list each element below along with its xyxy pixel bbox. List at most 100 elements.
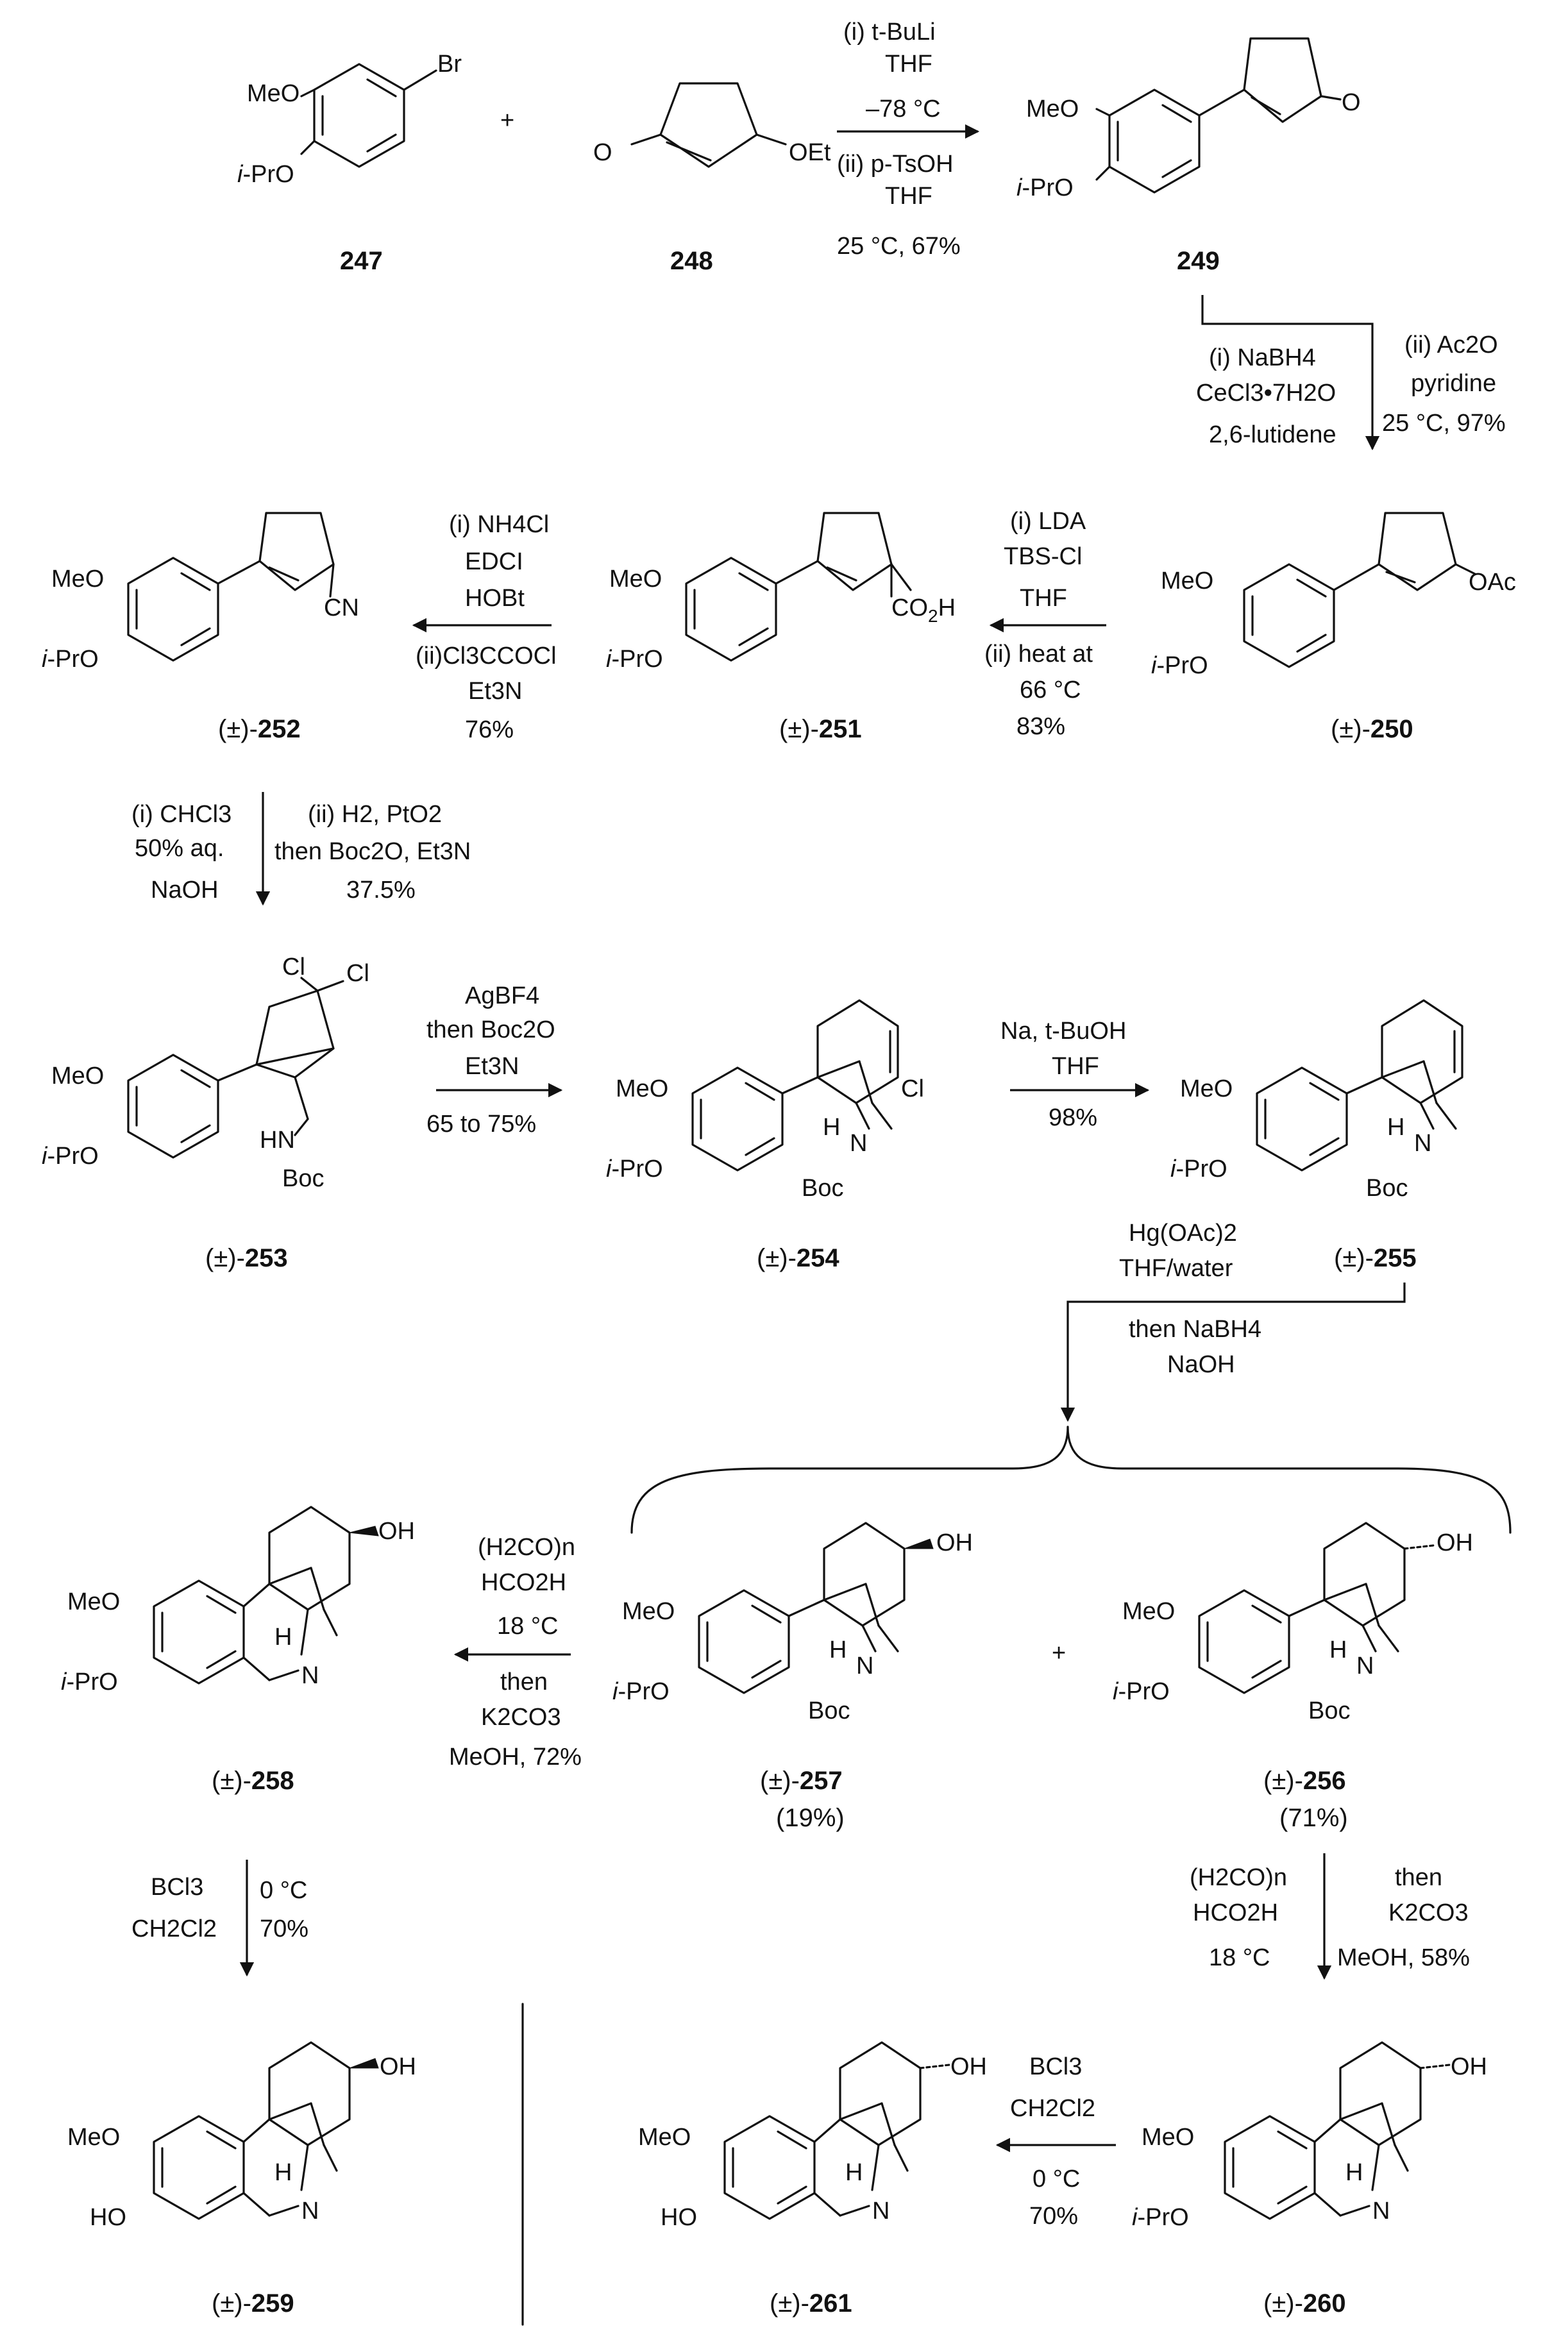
bromo-label: Br: [437, 51, 462, 78]
compound-254-structure: H N Boc Cl MeO i-PrO: [606, 999, 924, 1202]
chloro-label-1: Cl: [282, 954, 305, 980]
methoxy-label: MeO: [51, 1063, 104, 1090]
svg-text:18 °C: 18 °C: [1209, 1944, 1270, 1971]
hydrogen-label: H: [823, 1114, 840, 1141]
nitrogen-label: N: [301, 1662, 319, 1689]
carboxylic-acid-label: CO2H: [891, 594, 956, 626]
svg-text:65 to 75%: 65 to 75%: [426, 1111, 536, 1138]
svg-text:(i) NH4Cl: (i) NH4Cl: [449, 511, 549, 538]
compound-250-structure: MeO i-PrO OAc: [1151, 512, 1516, 679]
compound-252-structure: MeO i-PrO CN: [42, 512, 359, 673]
methoxy-label: MeO: [67, 1588, 120, 1615]
nitrogen-label: N: [1414, 1130, 1431, 1157]
hydrogen-label: H: [845, 2159, 863, 2186]
nitrile-label: CN: [324, 594, 359, 621]
svg-text:then: then: [500, 1669, 548, 1696]
product-brace: [630, 1426, 1512, 1534]
svg-text:(i) CHCl3: (i) CHCl3: [131, 801, 232, 828]
isopropoxy-label: i-PrO: [606, 646, 663, 673]
isopropoxy-label: i-PrO: [606, 1156, 663, 1182]
svg-text:(ii) heat at: (ii) heat at: [984, 641, 1093, 668]
svg-text:98%: 98%: [1049, 1104, 1097, 1131]
compound-247-structure: MeO i-PrO Br: [237, 51, 462, 188]
boc-label: Boc: [1308, 1697, 1350, 1724]
svg-text:(ii) p-TsOH: (ii) p-TsOH: [837, 151, 954, 178]
svg-text:THF: THF: [1020, 585, 1067, 612]
compound-253-structure: Cl Cl HN Boc MeO i-PrO: [42, 954, 369, 1192]
hydroxyl-label: OH: [378, 1518, 415, 1545]
svg-text:–78 °C: –78 °C: [866, 96, 941, 122]
methoxy-label: MeO: [51, 566, 104, 593]
svg-text:Hg(OAc)2: Hg(OAc)2: [1129, 1220, 1237, 1247]
compound-259-structure: H N OH MeO HO: [67, 2041, 416, 2231]
conditions-step-2: (i) NaBH4 CeCl3•7H2O 2,6-lutidene (ii) A…: [1196, 332, 1506, 448]
compound-249-structure: MeO i-PrO O: [1016, 37, 1361, 201]
methoxy-label: MeO: [1142, 2124, 1194, 2151]
compound-label-258: (±)-258: [212, 1767, 294, 1795]
methoxy-label: MeO: [616, 1075, 668, 1102]
methoxy-label: MeO: [622, 1598, 675, 1625]
compound-label-251: (±)-251: [779, 715, 862, 743]
svg-text:NaOH: NaOH: [1167, 1351, 1235, 1378]
svg-text:THF: THF: [885, 183, 932, 210]
compound-label-247: 247: [340, 247, 383, 275]
svg-text:70%: 70%: [1029, 2203, 1078, 2230]
conditions-step-3: (i) LDA TBS-Cl THF (ii) heat at 66 °C 83…: [984, 508, 1093, 740]
compound-260-structure: H N OH MeO i-PrO: [1132, 2041, 1487, 2231]
nitrogen-label: N: [1356, 1653, 1374, 1679]
conditions-step-6: AgBF4 then Boc2O Et3N 65 to 75%: [426, 982, 555, 1138]
svg-text:(i) LDA: (i) LDA: [1010, 508, 1086, 535]
svg-text:Na, t-BuOH: Na, t-BuOH: [1000, 1018, 1126, 1045]
hydroxyl-label: OH: [380, 2053, 416, 2080]
hydrogen-label: H: [1387, 1114, 1404, 1141]
svg-text:HOBt: HOBt: [465, 585, 525, 612]
svg-text:HCO2H: HCO2H: [481, 1569, 566, 1596]
isopropoxy-label: i-PrO: [1132, 2204, 1189, 2231]
hydrogen-label: H: [829, 1637, 847, 1663]
nitrogen-label: N: [1372, 2198, 1390, 2225]
compound-248-structure: O OEt: [593, 82, 831, 168]
svg-text:66 °C: 66 °C: [1020, 677, 1081, 703]
compound-label-261: (±)-261: [770, 2289, 852, 2318]
compound-label-259: (±)-259: [212, 2289, 294, 2318]
svg-text:AgBF4: AgBF4: [465, 982, 539, 1009]
hydrogen-label: H: [274, 1624, 292, 1651]
svg-text:MeOH, 58%: MeOH, 58%: [1337, 1944, 1470, 1971]
boc-label: Boc: [802, 1175, 843, 1202]
boc-label: Boc: [808, 1697, 850, 1724]
isopropoxy-label: i-PrO: [612, 1678, 670, 1705]
ketone-o-label: O: [1342, 89, 1361, 116]
svg-text:BCl3: BCl3: [151, 1874, 203, 1901]
svg-text:then NaBH4: then NaBH4: [1129, 1316, 1261, 1343]
methoxy-label: MeO: [638, 2124, 691, 2151]
svg-text:TBS-Cl: TBS-Cl: [1004, 543, 1082, 570]
nitrogen-label: N: [856, 1653, 873, 1679]
nitrogen-label: N: [872, 2198, 889, 2225]
compound-label-249: 249: [1177, 247, 1220, 275]
svg-text:(ii)Cl3CCOCl: (ii)Cl3CCOCl: [416, 643, 557, 669]
hydroxyl-label: OH: [936, 1529, 973, 1556]
svg-text:(i) t-BuLi: (i) t-BuLi: [843, 19, 936, 46]
hydroxyl-label: OH: [1451, 2053, 1487, 2080]
svg-text:CH2Cl2: CH2Cl2: [131, 1915, 217, 1942]
isopropoxy-label: i-PrO: [1113, 1678, 1170, 1705]
svg-text:25 °C, 67%: 25 °C, 67%: [837, 233, 961, 260]
svg-text:CH2Cl2: CH2Cl2: [1010, 2095, 1095, 2122]
compound-label-260: (±)-260: [1263, 2289, 1346, 2318]
isopropoxy-label: i-PrO: [1151, 652, 1208, 679]
amine-label: HN: [260, 1127, 295, 1154]
svg-text:then: then: [1395, 1864, 1442, 1891]
svg-text:70%: 70%: [260, 1915, 308, 1942]
chloro-label-2: Cl: [346, 960, 369, 987]
isopropoxy-label: i-PrO: [237, 161, 294, 188]
nitrogen-label: N: [301, 2198, 319, 2225]
methoxy-label: MeO: [1122, 1598, 1175, 1625]
compound-label-250: (±)-250: [1331, 715, 1413, 743]
svg-text:50% aq.: 50% aq.: [135, 835, 224, 862]
svg-text:HCO2H: HCO2H: [1193, 1899, 1278, 1926]
compound-label-254: (±)-254: [757, 1244, 839, 1272]
methoxy-label: MeO: [1161, 568, 1213, 594]
svg-text:2,6-lutidene: 2,6-lutidene: [1209, 421, 1336, 448]
hydrogen-label: H: [1329, 1637, 1347, 1663]
isopropoxy-label: i-PrO: [1170, 1156, 1227, 1182]
